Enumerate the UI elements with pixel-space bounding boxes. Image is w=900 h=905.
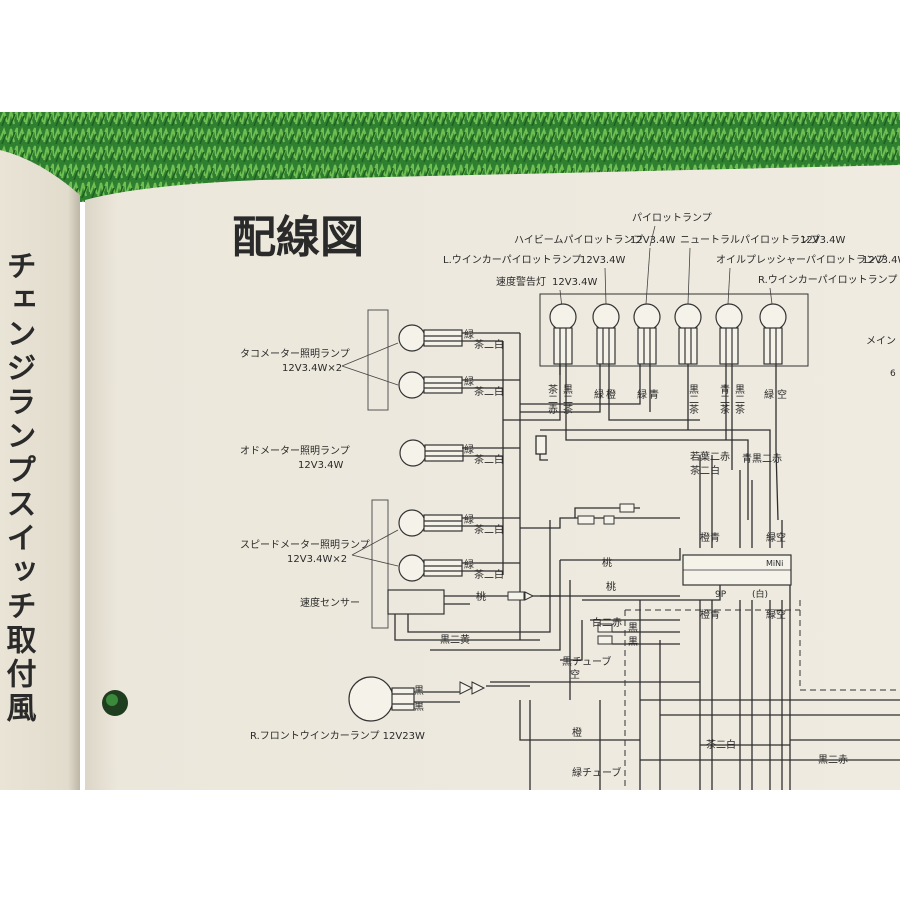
wire-label-rwinker-b: 空 bbox=[777, 388, 787, 401]
odo-label: オドメーター照明ランプ bbox=[240, 445, 350, 457]
wire-label-highbeam-b: 青 bbox=[649, 388, 659, 401]
right-edge-main: メイン bbox=[866, 336, 896, 347]
wire-green-5: 緑 bbox=[464, 558, 474, 571]
wire-label-neutral: 黒二茶 bbox=[687, 384, 699, 414]
wire-black-3: 黒 bbox=[414, 685, 424, 697]
lamp-spec-lwinker: 12V3.4W bbox=[580, 255, 625, 266]
pilot-lamp-neutral bbox=[674, 303, 702, 365]
connector-pins: 9P bbox=[715, 590, 727, 600]
wire-orange-blue-1: 橙青 bbox=[700, 531, 720, 544]
wire-black-2: 黒 bbox=[628, 636, 638, 648]
tacho-label: タコメーター照明ランプ bbox=[240, 348, 350, 360]
wire-brownwhite-6: 茶二白 bbox=[690, 464, 720, 477]
lamp-label-highbeam: ハイビームパイロットランプ bbox=[514, 234, 643, 246]
wire-label-speedwarn-a: 茶二赤 bbox=[546, 383, 558, 414]
pilot-lamp-oil bbox=[715, 303, 743, 365]
wire-label-highbeam-a: 緑 bbox=[637, 388, 647, 401]
wire-peach-1: 桃 bbox=[602, 556, 612, 569]
wire-green-2: 緑 bbox=[464, 375, 474, 388]
page-title: 配線図 bbox=[232, 212, 364, 263]
tacho-spec: 12V3.4W×2 bbox=[282, 363, 342, 374]
wire-brownwhite-2: 茶二白 bbox=[474, 385, 504, 398]
wire-black-4: 黒 bbox=[414, 701, 424, 713]
wire-sky: 空 bbox=[570, 668, 580, 681]
speedo-lamp-2 bbox=[398, 554, 463, 582]
wire-brownwhite-1: 茶二白 bbox=[474, 338, 504, 351]
wire-black-red: 黒二赤 bbox=[818, 754, 848, 766]
bottom-border bbox=[0, 790, 900, 900]
wire-label-oil-b: 黒二茶 bbox=[733, 384, 745, 414]
lamp-spec-highbeam: 12V3.4W bbox=[630, 235, 675, 246]
wire-green-sky-2: 緑空 bbox=[766, 608, 786, 621]
lamp-label-neutral: ニュートラルパイロットランプ bbox=[680, 234, 820, 246]
lamp-label-rwinker: R.ウインカーパイロットランプ bbox=[758, 274, 897, 286]
pilot-lamp-lwinker bbox=[592, 303, 620, 365]
wire-label-oil-a: 青二茶 bbox=[718, 383, 730, 414]
speedo-label: スピードメーター照明ランプ bbox=[240, 539, 370, 551]
lamp-label-oil: オイルプレッシャーパイロットランプ bbox=[716, 254, 886, 266]
wire-green-1: 緑 bbox=[464, 328, 474, 341]
tacho-lamp-2 bbox=[398, 371, 463, 399]
pilot-lamps bbox=[549, 303, 787, 365]
wiring bbox=[394, 332, 900, 790]
wire-light-green-red: 若葉二赤 bbox=[690, 450, 730, 463]
wire-black-yellow: 黒二黄 bbox=[440, 633, 470, 646]
front-winker-label: R.フロントウインカーランプ 12V23W bbox=[250, 730, 425, 742]
pilot-lamp-speedwarn bbox=[549, 303, 577, 365]
wire-green-4: 緑 bbox=[464, 513, 474, 526]
wire-white-red: 白二赤 bbox=[592, 616, 622, 629]
left-page bbox=[0, 150, 80, 790]
wire-label-lwinker-a: 緑 bbox=[594, 388, 604, 401]
wire-peach-3: 桃 bbox=[606, 580, 616, 593]
wire-label-rwinker-a: 緑 bbox=[764, 388, 774, 401]
speed-sensor-box bbox=[387, 589, 445, 615]
lamp-label-speedwarn: 速度警告灯 bbox=[496, 275, 546, 288]
lamp-spec-neutral: 12V3.4W bbox=[800, 235, 845, 246]
wire-black-tube: 黒チューブ bbox=[562, 655, 611, 668]
wire-green-tube: 緑チューブ bbox=[572, 766, 621, 779]
wire-green-3: 緑 bbox=[464, 443, 474, 456]
wire-peach-2: 桃 bbox=[476, 590, 486, 603]
wire-brownwhite-4: 茶二白 bbox=[474, 523, 504, 536]
connector-name: MiNi bbox=[766, 559, 783, 568]
pilot-lamp-housing bbox=[539, 293, 809, 367]
lamp-spec-oil: 12V3.4W bbox=[862, 255, 900, 266]
speed-sensor-label: 速度センサー bbox=[300, 596, 360, 609]
speedo-spec: 12V3.4W×2 bbox=[287, 554, 347, 565]
wire-green-sky-1: 緑空 bbox=[766, 531, 786, 544]
pilot-lamp-heading: パイロットランプ bbox=[632, 212, 712, 224]
wire-label-lwinker-b: 橙 bbox=[606, 388, 616, 401]
odo-lamp bbox=[399, 439, 464, 467]
wire-black-1: 黒 bbox=[628, 622, 638, 634]
speedo-lamp-1 bbox=[398, 509, 463, 537]
connector-color: (白) bbox=[752, 588, 768, 600]
pilot-lamp-rwinker bbox=[759, 303, 787, 365]
tacho-lamp-1 bbox=[398, 324, 463, 352]
lamp-label-lwinker: L.ウインカーパイロットランプ bbox=[443, 254, 581, 266]
lamp-spec-speedwarn: 12V3.4W bbox=[552, 277, 597, 288]
wire-orange-blue-2: 橙青 bbox=[700, 608, 720, 621]
wire-brownwhite-3: 茶二白 bbox=[474, 453, 504, 466]
side-title: チェンジランプスイッチ取付風 bbox=[1, 250, 37, 726]
pilot-lamp-highbeam bbox=[633, 303, 661, 365]
odo-spec: 12V3.4W bbox=[298, 460, 343, 471]
wire-orange: 橙 bbox=[572, 726, 582, 739]
wire-brownwhite-7: 茶二白 bbox=[706, 738, 736, 751]
front-winker-lamp bbox=[348, 676, 415, 722]
wire-blue-black-red: 青黒二赤 bbox=[742, 452, 782, 465]
right-edge-num: 6 bbox=[890, 369, 896, 379]
wire-brownwhite-5: 茶二白 bbox=[474, 568, 504, 581]
cluster-labels: パイロットランプ ハイビームパイロットランプ 12V3.4W ニュートラルパイロ… bbox=[443, 212, 900, 288]
